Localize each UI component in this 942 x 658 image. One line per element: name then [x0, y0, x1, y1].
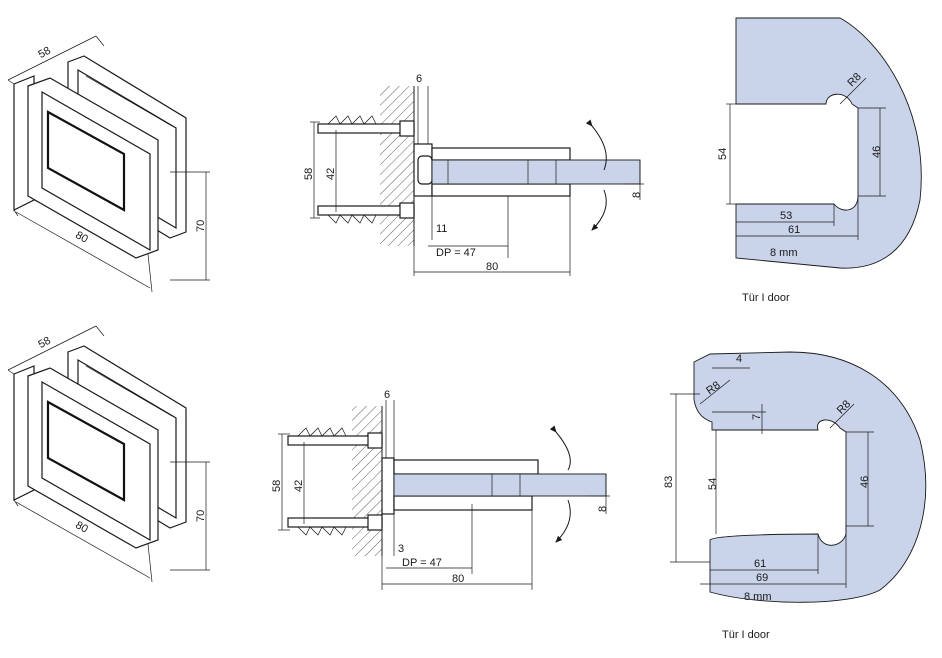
- cutout-dim-top: 4: [736, 353, 742, 365]
- iso-dim-width: 80: [73, 229, 90, 246]
- dim-glass: 8: [597, 506, 609, 512]
- iso-view-top: 58 80 70: [7, 35, 210, 293]
- hinge-clamp-bottom: [393, 495, 533, 511]
- glass-pane: [393, 473, 607, 497]
- cutout-dim-notch: 46: [859, 476, 871, 488]
- side-view-top: 6 58 42 11 DP = 47 80 8: [303, 73, 644, 276]
- wall-section: [380, 86, 414, 246]
- cutout-dim-thickness: 8 mm: [770, 247, 798, 259]
- dim-a: 6: [384, 389, 390, 401]
- cutout-dim-height: 54: [717, 148, 729, 160]
- cutout-dim-total: 83: [663, 476, 675, 488]
- iso-view-bottom: 58 80 70: [7, 325, 210, 583]
- cutout-dim-step: 7: [751, 414, 763, 420]
- cutout-dim-w2: 61: [788, 224, 800, 236]
- iso-front-panel: [46, 110, 126, 212]
- wall-dowel-lower: [287, 514, 383, 536]
- hinge-clamp-top: [393, 459, 539, 475]
- wall-section: [352, 406, 382, 556]
- dim-a: 6: [416, 73, 422, 85]
- dim-c: 42: [325, 168, 337, 180]
- glass-pane: [431, 159, 641, 185]
- dim-glass: 8: [631, 192, 643, 198]
- door-glass-shape: [735, 17, 922, 269]
- iso-dim-height: 70: [195, 220, 207, 232]
- door-cutout-bottom: 4 R8 7 R8 83 54 46 61 69 8 mm Tür I door: [663, 351, 927, 641]
- cutout-caption: Tür I door: [742, 292, 790, 304]
- cutout-dim-w1: 61: [754, 558, 766, 570]
- door-glass-shape: [693, 351, 927, 603]
- dim-d: 11: [436, 223, 447, 235]
- iso-dim-depth: 58: [36, 45, 52, 61]
- dim-e: 80: [452, 573, 464, 585]
- dim-c: 42: [293, 480, 305, 492]
- iso-dim-width: 80: [73, 519, 90, 536]
- wall-dowel-upper: [317, 115, 415, 137]
- iso-front-panel: [46, 400, 126, 502]
- cutout-caption: Tür I door: [722, 629, 770, 641]
- cutout-dim-thickness: 8 mm: [744, 591, 772, 603]
- dim-dp: DP = 47: [402, 557, 442, 569]
- wall-dowel-upper: [287, 427, 383, 449]
- cutout-dim-w2: 69: [756, 572, 768, 584]
- dim-b: 58: [303, 168, 315, 180]
- cutout-dim-w1: 53: [780, 210, 792, 222]
- hinge-clamp-top: [431, 147, 571, 161]
- iso-dim-height: 70: [195, 510, 207, 522]
- dim-d: 3: [398, 543, 404, 555]
- cutout-dim-height: 54: [707, 478, 719, 490]
- dim-e: 80: [486, 261, 498, 273]
- hinge-clamp-bottom: [431, 183, 571, 197]
- door-cutout-top: 54 46 R8 53 61 8 mm Tür I door: [717, 17, 922, 304]
- hinge-wall-plate: [381, 457, 395, 515]
- dim-dp: DP = 47: [436, 247, 476, 259]
- cutout-dim-notch: 46: [871, 146, 883, 158]
- side-view-bottom: 6 58 42 3 DP = 47 80 8: [271, 389, 610, 590]
- dim-b: 58: [271, 480, 283, 492]
- iso-dim-depth: 58: [36, 335, 52, 351]
